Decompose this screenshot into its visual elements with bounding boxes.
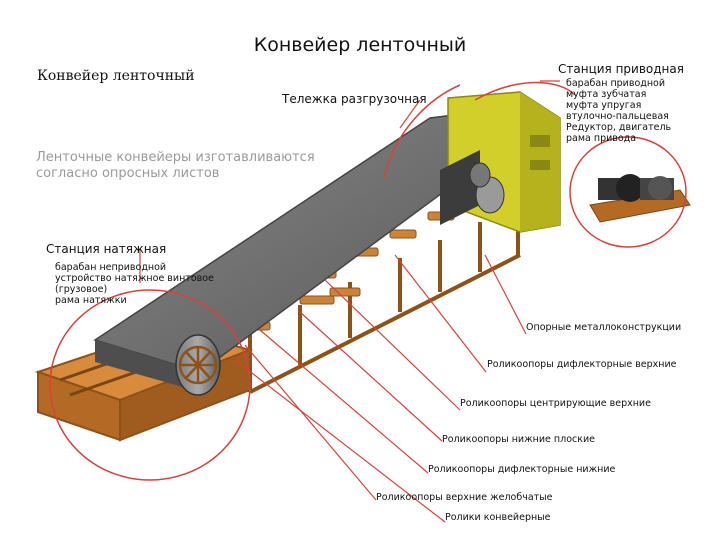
intro-text: Ленточные конвейеры изготавливаются согл… bbox=[36, 150, 336, 182]
callout-upper-troughed-idlers: Роликоопоры верхние желобчатые bbox=[376, 492, 553, 503]
trolley-label: Тележка разгрузочная bbox=[282, 92, 427, 106]
drive-item: барабан приводной bbox=[566, 78, 666, 89]
tension-item: (грузовое) bbox=[55, 284, 108, 295]
diagram-heading: Конвейер ленточный bbox=[37, 68, 195, 84]
callout-conveyor-rollers: Ролики конвейерные bbox=[445, 512, 551, 523]
tension-station-title: Станция натяжная bbox=[46, 242, 167, 256]
leader-lines bbox=[139, 80, 560, 523]
drive-item: муфта упругая bbox=[566, 100, 642, 111]
drive-unit bbox=[589, 174, 691, 223]
callout-upper-deflector-idlers: Роликоопоры дифлекторные верхние bbox=[487, 359, 677, 370]
drive-house bbox=[440, 91, 561, 233]
slide-title: Конвейер ленточный bbox=[253, 34, 467, 56]
callout-lower-flat-idlers: Роликоопоры нижние плоские bbox=[442, 434, 595, 445]
tension-item: рама натяжки bbox=[55, 295, 127, 306]
tension-station-items: барабан неприводной устройство натяжное … bbox=[55, 262, 214, 306]
tail-drum bbox=[175, 334, 221, 396]
callout-support-structures: Опорные металлоконструкции bbox=[526, 322, 682, 333]
drive-item: Редуктор, двигатель bbox=[566, 122, 672, 133]
drive-item: рама привода bbox=[566, 133, 637, 144]
drive-item: муфта зубчатая bbox=[566, 89, 647, 100]
drive-station-title: Станция приводная bbox=[558, 62, 684, 76]
drive-station-items: барабан приводной муфта зубчатая муфта у… bbox=[566, 78, 671, 144]
drive-item: втулочно-пальцевая bbox=[566, 111, 669, 122]
intro-line-2: согласно опросных листов bbox=[36, 166, 220, 181]
tension-item: устройство натяжное винтовое bbox=[55, 273, 214, 284]
intro-line-1: Ленточные конвейеры изготавливаются bbox=[36, 150, 315, 165]
tension-item: барабан неприводной bbox=[55, 262, 167, 273]
callout-upper-centering-idlers: Роликоопоры центрирующие верхние bbox=[460, 398, 651, 409]
callout-lower-deflector-idlers: Роликоопоры дифлекторные нижние bbox=[428, 464, 616, 475]
detail-circles bbox=[49, 81, 687, 481]
